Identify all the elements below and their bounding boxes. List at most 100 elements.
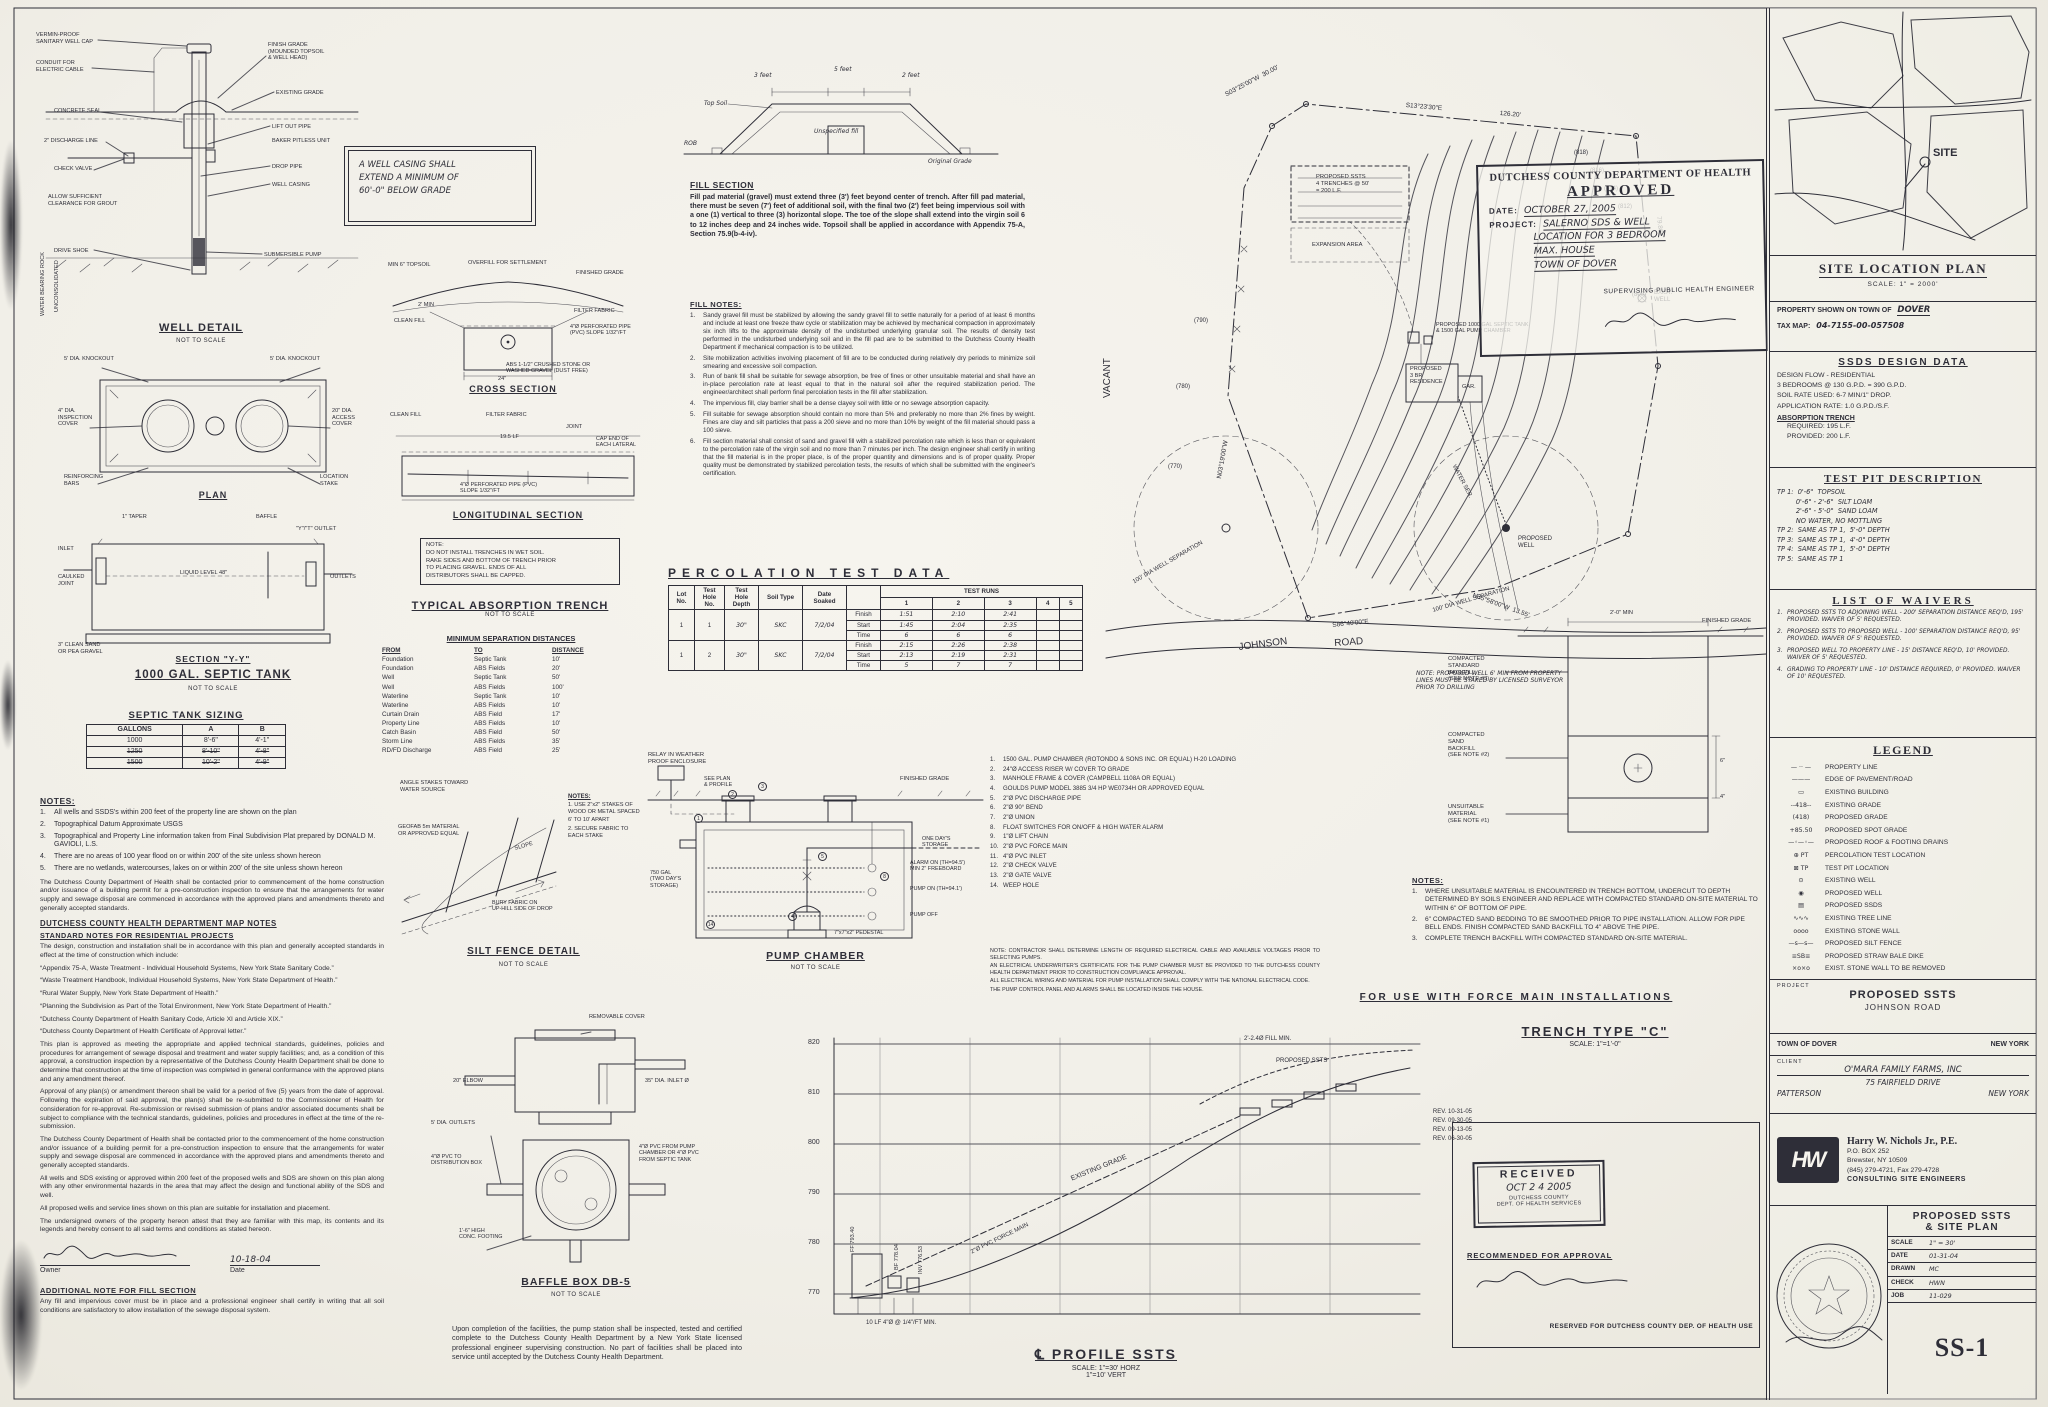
waiver-number: 4. [1777,666,1783,673]
silt-note: 1. USE 2"x2" STAKES OF WOOD OR METAL SPA… [568,802,640,823]
pump-item-text: 2"Ø GATE VALVE [1003,872,1052,880]
table-cell [1058,659,1084,672]
trench-scale: SCALE: 1"=1'-0" [1569,1041,1621,1048]
note-text: There are no wetlands, watercourses, lak… [54,864,343,872]
pump-item-text: 4"Ø PVC INLET [1003,852,1047,860]
trench-note-item: 2. 6" COMPACTED SAND BEDDING TO BE SMOOT… [1412,916,1762,933]
pump-electrical-note: AN ELECTRICAL UNDERWRITER'S CERTIFICATE … [990,963,1320,976]
titleblock-key: SCALE [1891,1239,1913,1246]
completion-note-text: Upon completion of the facilities, the p… [452,1324,742,1362]
titleblock-key: CHECK [1891,1278,1914,1286]
fill-note-item: 3. Run of bank fill shall be suitable fo… [690,373,1035,397]
drawing-label: ROAD [1334,635,1364,649]
table-cell: Time [846,629,881,641]
legend-label: EXISTING TREE LINE [1825,914,1892,922]
minsep-distance: 50' [552,674,561,682]
drawing-label: Original Grade [928,158,972,165]
legend-symbol: oooo [1793,927,1809,935]
table-header-cell: Date Soaked [802,584,847,611]
min-separation-row: Storm Line ABS Fields 35' [382,737,640,746]
legend-item: ▭ EXISTING BUILDING [1777,786,2029,799]
minsep-from: Foundation [382,656,414,664]
signature-row: Owner 10-18-04 Date [40,1245,384,1274]
profile-title-block: ℄ PROFILE SSTS SCALE: 1"=30' HORZ 1"=10'… [956,1346,1256,1379]
test-pit-line: TP 5: SAME AS TP 1 [1777,554,1844,563]
pump-item-text: 2"Ø 90° BEND [1003,804,1043,812]
site-location-scale: SCALE: 1" = 2000' [1867,281,1939,288]
drawing-label: 5' DIA. KNOCKOUT [64,356,114,362]
pump-item: 11. 4"Ø PVC INLET [990,853,1320,861]
drawing-label: CONCRETE SEAL [54,108,102,114]
property-shown-row: PROPERTY SHOWN ON TOWN OF DOVER [1777,305,2029,316]
pump-item-number: 3. [990,775,996,783]
legend-item: oooo EXISTING STONE WALL [1777,925,2029,938]
additional-note-text: Any fill and impervious cover must be in… [40,1298,384,1314]
fill-notes-panel: FILL NOTES: 1. Sandy gravel fill must be… [690,300,1035,481]
fill-note-item: 1. Sandy gravel fill must be stabilized … [690,312,1035,352]
drawing-label: PROPOSED WELL [1518,536,1553,550]
client-city: PATTERSON [1777,1089,1822,1098]
legend-item: ◉ PROPOSED WELL [1777,887,2029,900]
minsep-to: ABS Fields [474,665,506,673]
trench-note-text: COMPLETE TRENCH BACKFILL WITH COMPACTED … [1425,935,1688,943]
well-casing-note: A WELL CASING SHALL EXTEND A MINIMUM OF … [344,146,536,226]
table-cell: 6 [983,629,1037,641]
legend-label: PROPOSED WELL [1825,889,1883,897]
map-notes-title: DUTCHESS COUNTY HEALTH DEPARTMENT MAP NO… [40,919,277,929]
table-cell: SKC [758,639,803,672]
fill-note-text: Site mobilization activities involving p… [703,354,1035,370]
minsep-to: ABS Fields [474,720,506,727]
titleblock-row: DATE 01-31-04 [1888,1249,2036,1262]
drawing-label: CLEAN FILL [394,318,426,324]
waiver-item: 2. PROPOSED SSTS TO PROPOSED WELL - 100'… [1777,629,2029,644]
pump-electrical-list: NOTE: CONTRACTOR SHALL DETERMINE LENGTH … [990,948,1320,994]
min-separation-row: Well ABS Fields 100' [382,683,640,692]
project-state: NEW YORK [1990,1041,2029,1048]
owner-signature [43,1245,177,1259]
legend-symbol: ⊠ TP [1793,864,1809,872]
drawing-label: ALARM ON (TH=94.5') MIN 2" FREEBOARD [910,860,966,873]
drawing-label: (818) [1574,150,1589,156]
note-item: 3. Topographical and Property Line infor… [40,833,384,851]
drawing-label: NOTE: PROPOSED WELL 6' MIN FROM PROPERTY… [1416,670,1564,692]
trench-notes-list: 1. WHERE UNSUITABLE MATERIAL IS ENCOUNTE… [1412,888,1762,944]
legend-symbol: ∿∿∿ [1793,914,1809,922]
note-number: 4. [40,853,46,860]
design-data-line: DESIGN FLOW - RESIDENTIAL [1777,372,1876,379]
minsep-distance: 10' [552,692,561,700]
minsep-to: Septic Tank [474,656,507,664]
septic-tank-scale: NOT TO SCALE [188,686,238,692]
trench-note-text: 6" COMPACTED SAND BEDDING TO BE SMOOTHED… [1425,915,1745,932]
received-line2: DEPT. OF HEALTH SERVICES [1496,1200,1582,1208]
silt-fence-scale: NOT TO SCALE [498,962,549,968]
test-pit-line: TP 3: SAME AS TP 1, 4'-0" DEPTH [1777,535,1890,544]
town-state-section: TOWN OF DOVER NEW YORK [1770,1034,2036,1056]
drawing-label: 3" CLEAN SAND OR PEA GRAVEL [58,642,103,655]
fill-section-body: Fill pad material (gravel) must extend t… [690,193,1025,238]
titleblock-key: DRAWN [1891,1265,1916,1273]
min-separation-rows: Foundation Septic Tank 10' Foundation AB… [382,655,640,755]
table-cell: 2 [694,639,725,672]
drawing-label: FINISHED GRADE [900,776,950,782]
pump-item-number: 8. [990,823,996,831]
longitudinal-section-title: LONGITUDINAL SECTION [452,510,584,520]
table-cell: 2:31 [983,649,1037,662]
drawing-label: 750 GAL (TWO DAY'S STORAGE) [650,870,682,889]
drawing-label: COMPACTED STANDARD BACKFILL (SEE NOTE #3… [1448,656,1490,683]
table-cell: 7 [931,659,985,672]
pump-chamber-drawing [647,765,984,939]
table-cell [1035,659,1060,672]
engineer-phone: (845) 279-4721, Fax 279-4728 [1847,1166,1940,1174]
fill-note-text: Fill suitable for sewage absorption shou… [703,411,1035,434]
pump-item-text: MANHOLE FRAME & COVER (CAMPBELL 1108A OR… [1003,775,1176,783]
min-separation-row: Waterline ABS Fields 10' [382,701,640,710]
legend-item: +85.50 PROPOSED SPOT GRADE [1777,824,2029,837]
drawing-label: 3 feet [754,72,772,79]
engineer-name: Harry W. Nichols Jr., P.E. [1847,1135,1958,1147]
absorption-scale: NOT TO SCALE [485,612,535,618]
drawing-label: BF 778.04 [894,1244,900,1270]
drawing-label: ALLOW SUFFICIENT CLEARANCE FOR GROUT [48,194,118,207]
fill-note-text: Sandy gravel fill must be stabilized by … [703,312,1035,351]
waiver-text: PROPOSED WELL TO PROPERTY LINE - 15' DIS… [1787,647,2010,662]
drawing-label: BAKER PITLESS UNIT [272,138,331,144]
